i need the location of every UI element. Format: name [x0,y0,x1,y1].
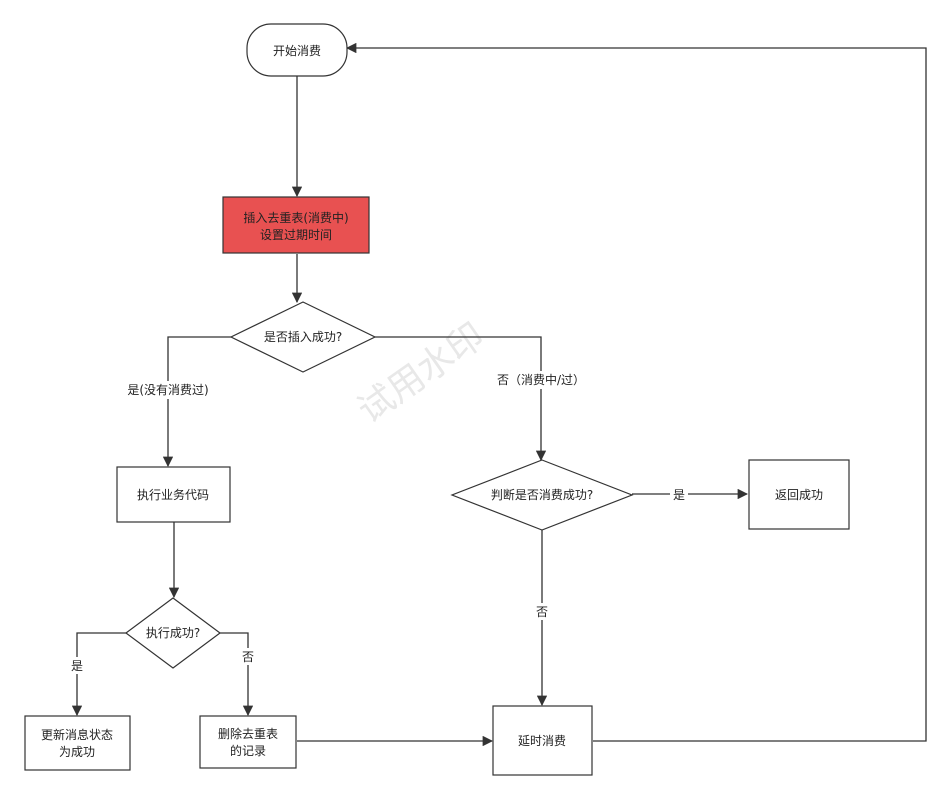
node-delay-consume: 延时消费 [492,705,593,776]
label-exec-no: 否 [242,650,254,664]
node-delete-record: 删除去重表 的记录 [199,715,297,769]
label-exec-yes: 是 [71,659,83,673]
node-execute-business: 执行业务代码 [116,466,231,523]
node-insert-ok-decision: 是否插入成功? [229,301,377,373]
svg-text:的记录: 的记录 [230,743,266,758]
label-judge-yes: 是 [673,488,685,502]
node-update-status: 更新消息状态 为成功 [24,715,131,771]
svg-text:执行业务代码: 执行业务代码 [137,487,209,502]
svg-text:判断是否消费成功?: 判断是否消费成功? [491,487,593,502]
svg-text:设置过期时间: 设置过期时间 [260,228,332,242]
edge-check-no [375,336,547,462]
svg-text:执行成功?: 执行成功? [146,626,200,640]
label-insert-yes: 是(没有消费过) [127,382,208,397]
edge-exec-no [220,632,254,717]
svg-text:更新消息状态: 更新消息状态 [41,727,113,742]
svg-text:删除去重表: 删除去重表 [218,726,278,741]
svg-text:插入去重表(消费中): 插入去重表(消费中) [243,210,348,225]
node-return-success: 返回成功 [748,459,850,530]
node-exec-ok-decision: 执行成功? [124,597,222,669]
svg-text:开始消费: 开始消费 [273,44,321,58]
watermark: 试用水印 [351,315,492,431]
node-judge-consumed-decision: 判断是否消费成功? [450,459,634,531]
svg-text:返回成功: 返回成功 [775,488,823,502]
label-insert-no: 否（消费中/过） [497,372,585,387]
edges [71,42,927,747]
node-start: 开始消费 [246,23,348,77]
svg-text:为成功: 为成功 [59,745,95,759]
edge-labels: 是(没有消费过) 否（消费中/过） 是 否 是 否 [68,371,688,674]
edge-exec-yes [71,632,126,717]
svg-text:是否插入成功?: 是否插入成功? [264,330,342,344]
label-judge-no: 否 [536,605,548,619]
node-insert-dedup: 插入去重表(消费中) 设置过期时间 [222,196,370,254]
edge-check-yes [162,336,231,468]
svg-text:延时消费: 延时消费 [518,734,566,748]
edge-delay-loop-back [345,42,927,742]
